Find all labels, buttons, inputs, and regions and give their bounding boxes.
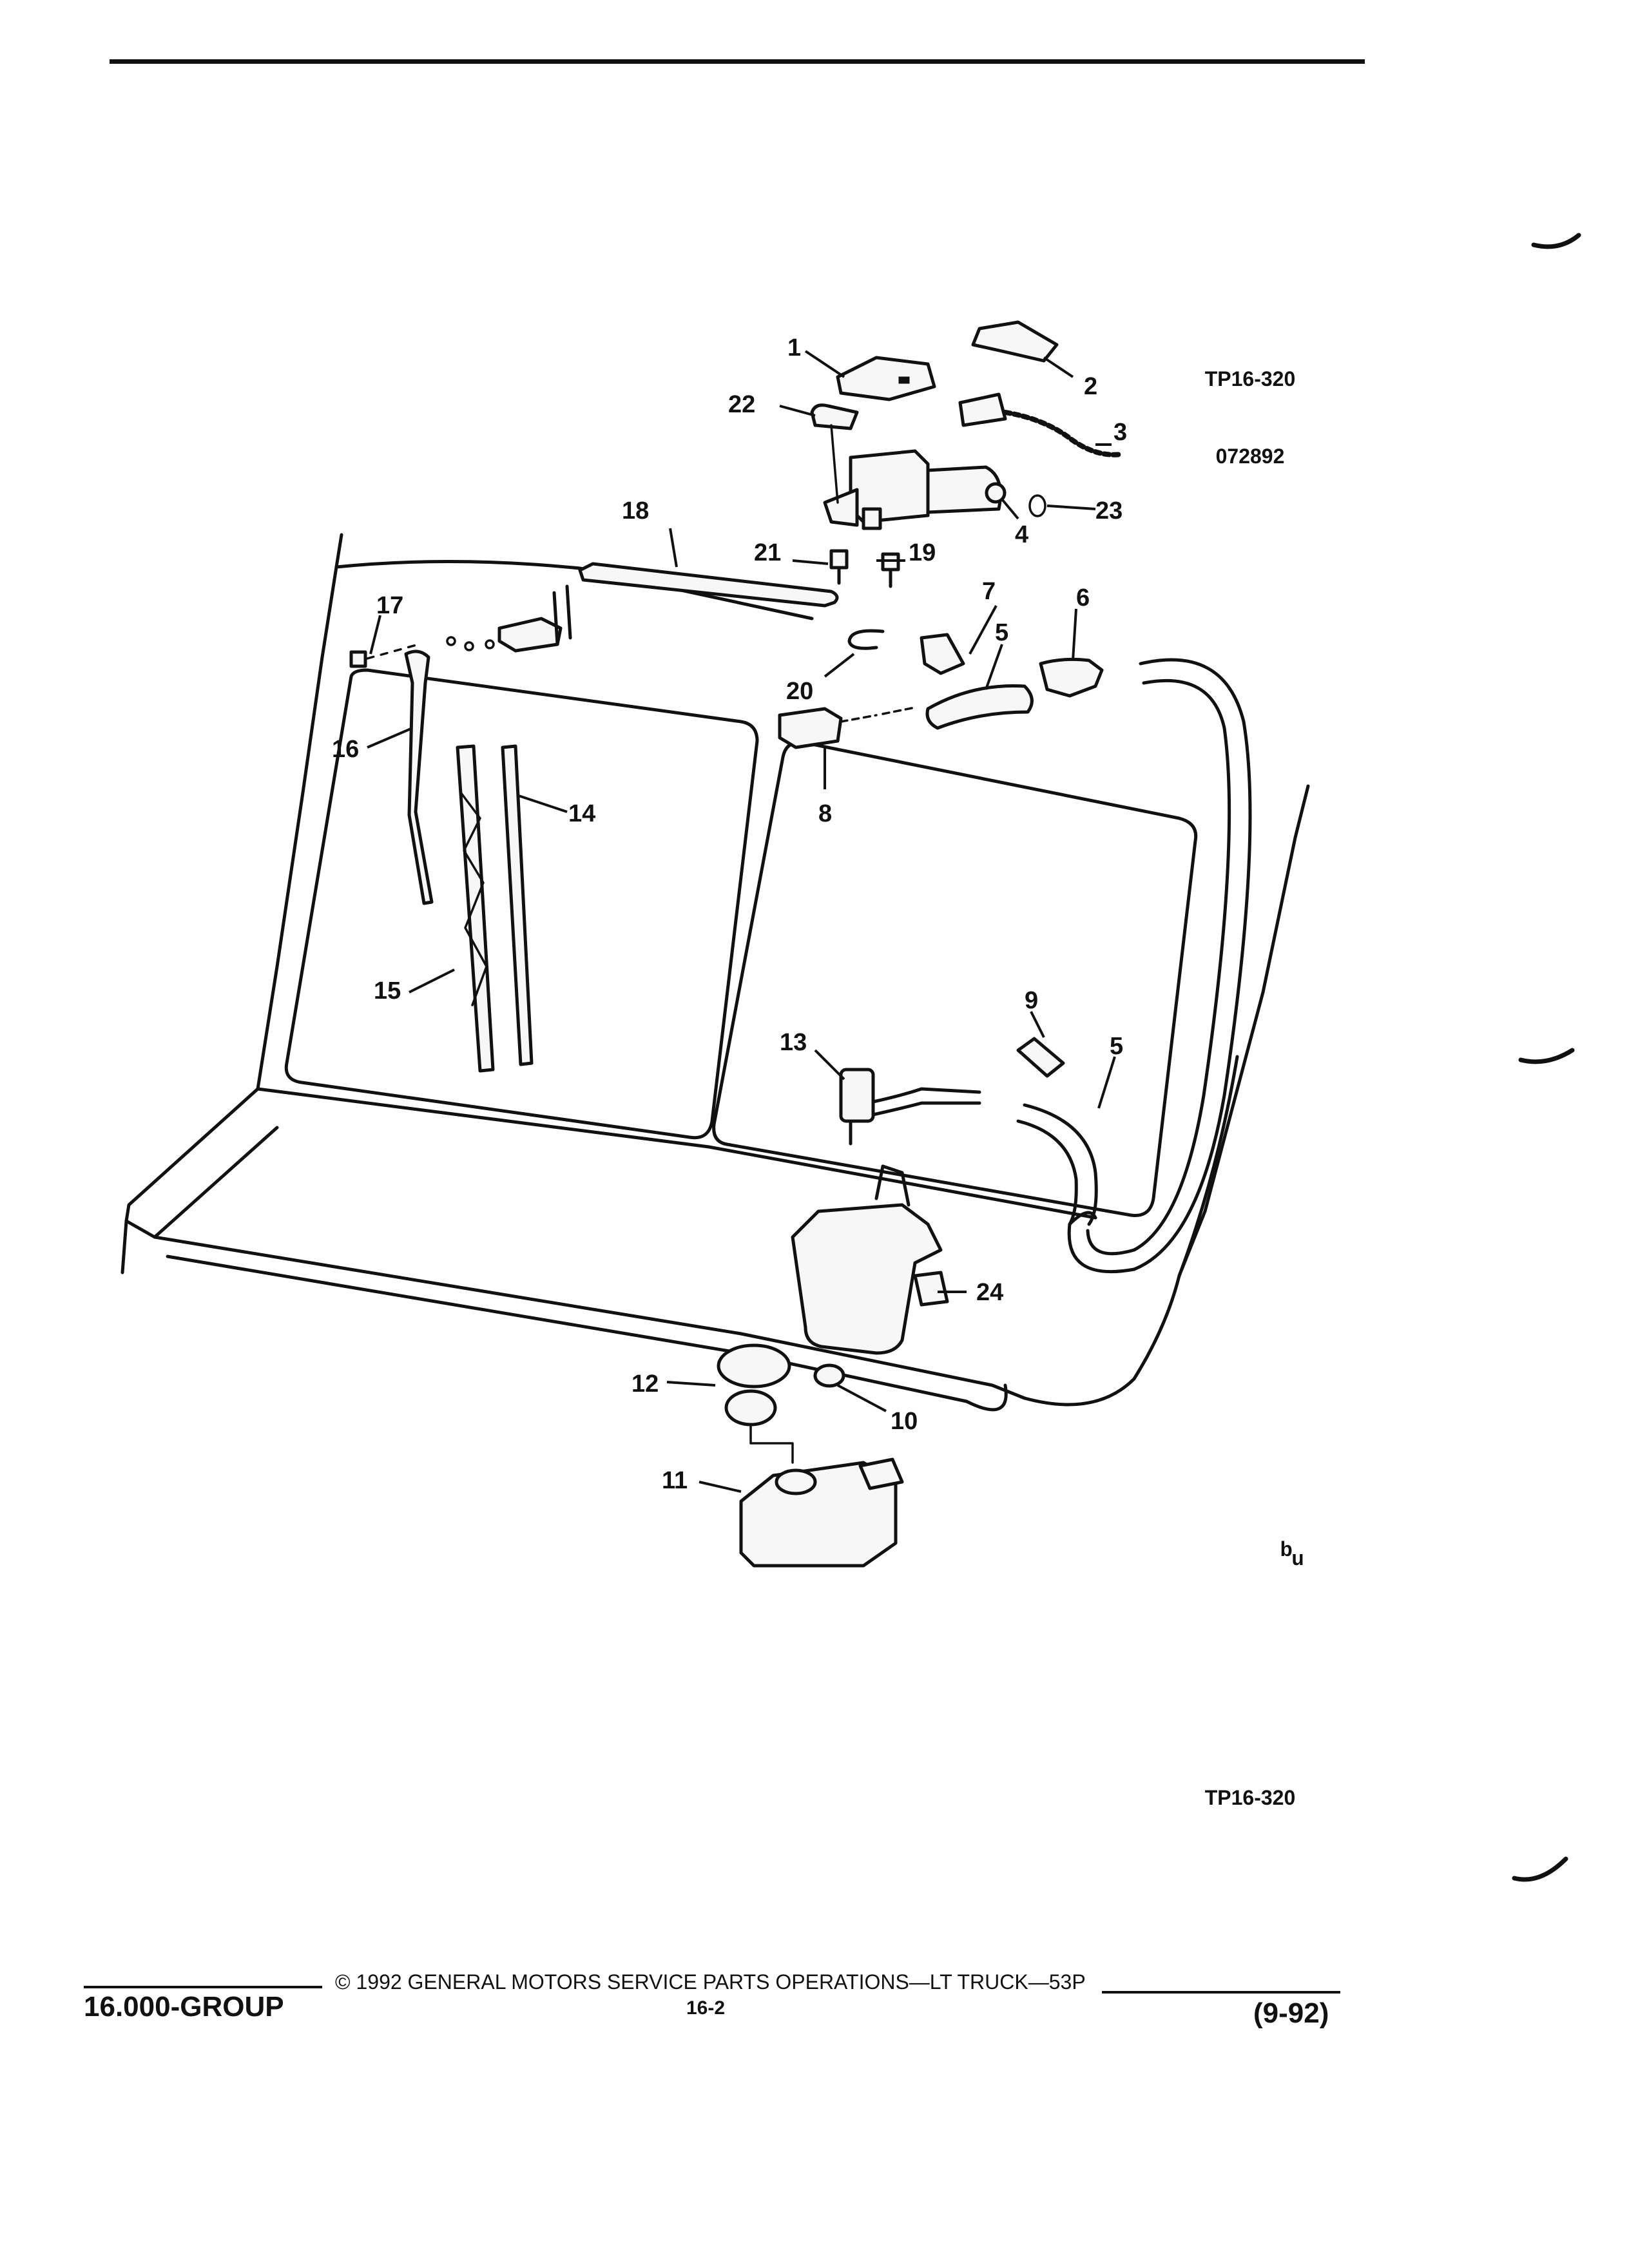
callout-16: 16 [332,736,359,763]
washer-hose-long [1067,658,1252,1274]
part-24-reservoir-bracket [791,1164,949,1355]
callout-14: 14 [568,800,595,827]
callout-10: 10 [891,1408,918,1435]
callout-21: 21 [754,539,781,566]
figure-reference: TP16-320 072892 [1192,314,1308,495]
part-23-o-ring [1028,494,1046,517]
part-14-blade-insert [501,744,534,1066]
part-18-drive-link [578,562,839,608]
top-rule [110,59,1365,64]
part-5-hose-upper [925,684,1034,730]
callout-18: 18 [622,497,649,524]
washer-hose-short-lower [1016,1103,1098,1226]
left-pivot-assembly [497,584,572,653]
part-16-wiper-arm [404,649,434,905]
callout-6: 6 [1076,584,1090,611]
figure-reference-bottom: TP16-320 [1204,1786,1296,1809]
callout-8: 8 [818,800,832,827]
part-12-filler-cap [717,1343,794,1464]
footer-rule-left [84,1986,322,1988]
part-13-washer-pump [839,1068,981,1146]
callout-7: 7 [982,578,996,605]
part-10-grommet [813,1363,845,1388]
part-1-bracket [836,356,936,401]
right-windshield-glass [712,740,1198,1217]
callout-5-upper: 5 [995,619,1008,646]
part-11-washer-reservoir [739,1457,904,1568]
footer-group: 16.000-GROUP [84,1991,284,2023]
callout-24: 24 [976,1279,1003,1306]
margin-mark: ᵇᵤ [1280,1536,1304,1570]
part-4-wiper-motor [823,449,1007,530]
callout-17: 17 [376,592,403,619]
binder-marks [1512,233,1581,1882]
callout-12: 12 [631,1370,659,1398]
callout-3: 3 [1113,419,1127,446]
figure-id: TP16-320 [1204,367,1296,390]
part-19-bolt [881,552,900,588]
footer-page-number: 16-2 [686,1997,726,2019]
part-6-connector [1039,657,1104,698]
part-7-clamp [920,633,965,675]
left-windshield-glass [284,668,759,1140]
callout-4: 4 [1015,521,1028,548]
part-9-clamp [1016,1037,1065,1078]
part-20-retainer [847,629,885,650]
callout-15: 15 [374,977,401,1004]
callout-leaders [367,350,1116,1493]
callout-11: 11 [662,1467,688,1494]
callout-5-lower: 5 [1110,1033,1123,1060]
callout-1: 1 [787,334,801,361]
part-3-harness [958,392,1007,427]
callout-22: 22 [728,391,755,418]
footer-rule-right [1102,1991,1340,1994]
part-8-nozzle [778,706,916,749]
callout-2: 2 [1084,373,1097,400]
part-17-nut [349,636,495,668]
callout-20: 20 [786,678,813,705]
part-15-wiper-blade [456,744,495,1073]
callout-23: 23 [1095,497,1123,524]
part-22-clip [810,403,859,430]
callout-19: 19 [909,539,936,566]
callout-9: 9 [1025,987,1038,1014]
callout-13: 13 [780,1029,807,1056]
part-2-connector-boot [971,320,1059,363]
footer-copyright: © 1992 GENERAL MOTORS SERVICE PARTS OPER… [335,1970,1086,1994]
callout-numbers: 1 2 3 4 5 5 6 7 8 9 10 11 12 13 14 15 16… [332,334,1127,1494]
footer-date: (9-92) [1253,1997,1329,2029]
figure-date: 072892 [1215,445,1285,468]
part-21-bolt [829,549,849,585]
